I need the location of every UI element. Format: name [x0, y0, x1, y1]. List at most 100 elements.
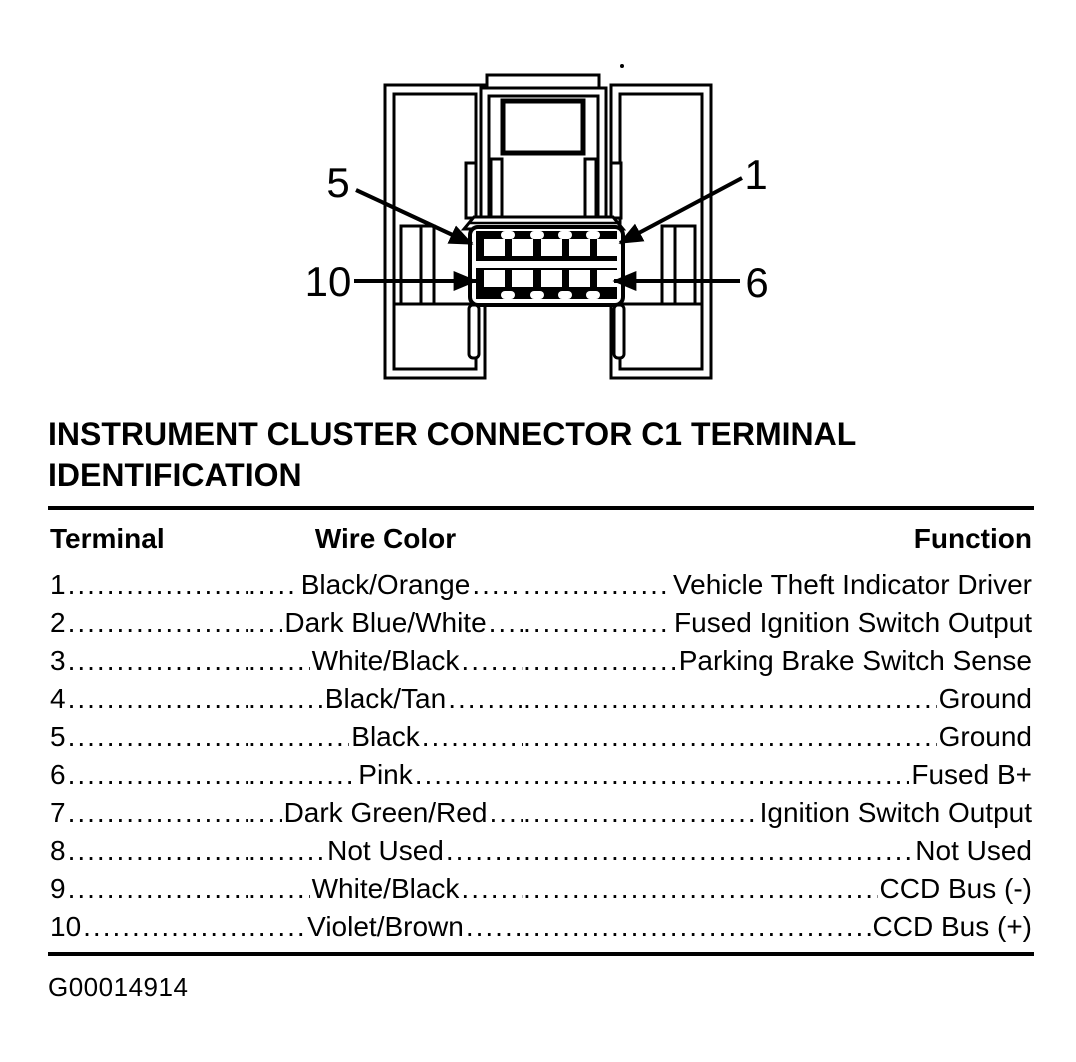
pin — [597, 239, 618, 256]
table-row: 2.......................................… — [48, 604, 1034, 642]
pin-slot — [558, 231, 572, 239]
center-cap — [485, 73, 601, 90]
pin-slot — [530, 291, 544, 299]
right-outer-tab — [609, 161, 623, 220]
terminal-number: 1 — [50, 569, 66, 600]
wire-color: White/Black — [311, 645, 460, 676]
dot-leader: ........................................… — [248, 797, 282, 828]
header-wire-color: Wire Color — [314, 523, 457, 554]
dot-leader: ........................................… — [472, 569, 523, 600]
dot-leader: ........................................… — [488, 607, 523, 638]
section-title: INSTRUMENT CLUSTER CONNECTOR C1 TERMINAL… — [48, 416, 856, 493]
connector-diagram: 5 1 10 6 — [305, 64, 769, 380]
dot-leader: ........................................… — [67, 721, 248, 752]
dot-leader: ........................................… — [248, 683, 323, 714]
terminal-function: Vehicle Theft Indicator Driver — [673, 569, 1032, 600]
wire-color: Violet/Brown — [307, 911, 464, 942]
header-function: Function — [913, 523, 1032, 554]
pin-slot — [586, 231, 600, 239]
wire-color: White/Black — [311, 873, 460, 904]
dot-leader: ........................................… — [248, 759, 356, 790]
terminal-function: Ground — [938, 683, 1032, 714]
dot-leader: ........................................… — [421, 721, 523, 752]
dot-leader: ........................................… — [461, 873, 523, 904]
table-row: 7.......................................… — [48, 794, 1034, 832]
terminal-number: 2 — [50, 607, 66, 638]
dot-leader: ........................................… — [461, 645, 523, 676]
callout-label-pin5: 5 — [326, 159, 349, 206]
dot-leader: ........................................… — [414, 759, 523, 790]
pin-slot — [501, 291, 515, 299]
wire-color: Pink — [358, 759, 413, 790]
callout-label-pin6: 6 — [745, 259, 768, 306]
dot-leader: ........................................… — [465, 911, 523, 942]
dot-leader: ........................................… — [67, 683, 248, 714]
terminal-table: 1.......................................… — [48, 566, 1034, 946]
terminal-function: Fused B+ — [911, 759, 1032, 790]
terminal-number: 4 — [50, 683, 66, 714]
pin — [541, 239, 562, 256]
wire-color: Black/Orange — [300, 569, 471, 600]
pin — [484, 239, 505, 256]
right-latch — [660, 224, 697, 306]
dot-leader: ........................................… — [67, 873, 248, 904]
terminal-number: 6 — [50, 759, 66, 790]
dot-leader: ........................................… — [67, 835, 248, 866]
dot-leader: ........................................… — [67, 797, 248, 828]
pin — [484, 270, 505, 287]
dot-leader: ........................................… — [523, 759, 909, 790]
table-row: 5.......................................… — [48, 718, 1034, 756]
divider-top — [48, 506, 1034, 510]
terminal-number: 5 — [50, 721, 66, 752]
pin-slot — [586, 291, 600, 299]
divider-bottom — [48, 952, 1034, 956]
table-header-row: Terminal Wire Color Function — [48, 516, 1034, 562]
wire-color: Black — [351, 721, 420, 752]
table-row: 4.......................................… — [48, 680, 1034, 718]
dot-leader: ........................................… — [523, 911, 871, 942]
dot-leader: ........................................… — [248, 721, 349, 752]
pin — [541, 270, 562, 287]
dot-leader: ........................................… — [523, 721, 937, 752]
pin — [597, 270, 618, 287]
terminal-function: CCD Bus (+) — [872, 911, 1032, 942]
terminal-id-section: INSTRUMENT CLUSTER CONNECTOR C1 TERMINAL… — [48, 414, 1034, 1003]
wire-color: Not Used — [327, 835, 444, 866]
terminal-function: Ground — [938, 721, 1032, 752]
table-row: 8.......................................… — [48, 832, 1034, 870]
terminal-function: Ignition Switch Output — [759, 797, 1032, 828]
dot-leader: ........................................… — [67, 645, 248, 676]
figure-id: G00014914 — [48, 972, 189, 1002]
table-row: 1.......................................… — [48, 566, 1034, 604]
pin-slot — [558, 291, 572, 299]
dot-leader: ........................................… — [248, 645, 310, 676]
center-window — [500, 98, 586, 156]
pin-field — [470, 221, 618, 299]
terminal-function: Not Used — [915, 835, 1032, 866]
dot-leader: ........................................… — [445, 835, 523, 866]
dot-leader: ........................................… — [523, 835, 914, 866]
left-leg — [467, 303, 481, 360]
callout-arrows — [354, 176, 743, 291]
terminal-function: CCD Bus (-) — [879, 873, 1032, 904]
dot-leader: ........................................… — [248, 835, 325, 866]
dot-leader: ........................................… — [248, 873, 310, 904]
left-latch — [399, 224, 436, 306]
dot-leader: ........................................… — [67, 569, 248, 600]
dot-leader: ........................................… — [523, 797, 758, 828]
dot-leader: ........................................… — [248, 569, 299, 600]
dot-leader: ........................................… — [67, 759, 248, 790]
dot-leader: ........................................… — [489, 797, 523, 828]
dot-leader: ........................................… — [523, 683, 937, 714]
pin — [569, 239, 590, 256]
dot-leader: ........................................… — [523, 873, 878, 904]
dot-leader: ........................................… — [248, 607, 282, 638]
dot-leader: ........................................… — [448, 683, 523, 714]
pin — [512, 239, 533, 256]
pin — [569, 270, 590, 287]
arrow-pin5 — [355, 188, 474, 246]
terminal-number: 3 — [50, 645, 66, 676]
table-row: 6.......................................… — [48, 756, 1034, 794]
left-outer-tab — [464, 161, 478, 220]
